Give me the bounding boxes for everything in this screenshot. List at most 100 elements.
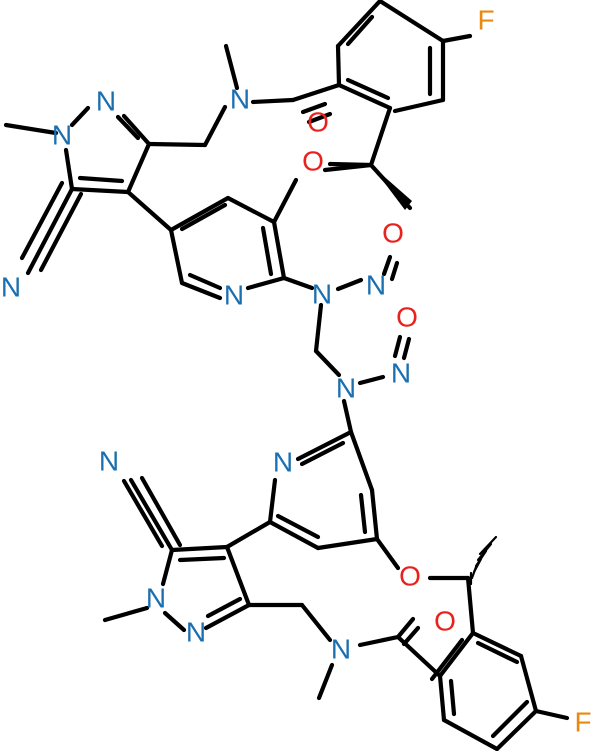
n-pyrazole-top-2-label: N bbox=[96, 85, 116, 116]
bond bbox=[267, 477, 278, 525]
bond bbox=[377, 0, 446, 44]
bond bbox=[341, 398, 354, 435]
bond bbox=[139, 475, 183, 548]
bond bbox=[38, 191, 84, 273]
bond bbox=[115, 114, 141, 141]
bond bbox=[224, 544, 252, 608]
bond bbox=[369, 487, 380, 542]
bond bbox=[63, 147, 75, 192]
n-nitrile-top-label: N bbox=[1, 271, 21, 302]
bond bbox=[168, 195, 231, 233]
bond bbox=[281, 275, 315, 291]
bond bbox=[162, 610, 187, 633]
bond bbox=[315, 536, 380, 551]
bond bbox=[125, 141, 152, 195]
o-nitroso-1-label: O bbox=[382, 217, 404, 248]
bond bbox=[440, 33, 473, 44]
o-ether-top-label: O bbox=[302, 145, 324, 176]
bond bbox=[478, 535, 498, 556]
bond bbox=[225, 195, 277, 225]
bond bbox=[465, 575, 476, 636]
bond bbox=[475, 640, 520, 665]
bond bbox=[69, 105, 91, 128]
bond bbox=[267, 519, 321, 551]
bond-layer bbox=[3, 0, 570, 751]
n-pyrazole-bottom-2-label: N bbox=[186, 616, 206, 647]
bond bbox=[77, 175, 125, 184]
bond bbox=[518, 653, 539, 714]
bond bbox=[448, 678, 457, 717]
bond bbox=[160, 547, 175, 587]
bond bbox=[245, 275, 287, 291]
wedge-bond bbox=[371, 165, 412, 210]
bond bbox=[260, 225, 274, 277]
bond bbox=[295, 429, 354, 462]
bond bbox=[395, 616, 416, 640]
bond bbox=[146, 141, 208, 148]
bond bbox=[202, 104, 228, 148]
bond bbox=[177, 555, 227, 563]
o-ether-bottom-label: O bbox=[399, 560, 421, 591]
bond bbox=[121, 113, 152, 147]
bond bbox=[271, 177, 299, 225]
atom-label-layer: F N O N N O O N N N N O N N N N O N O N … bbox=[1, 4, 592, 737]
bond bbox=[441, 717, 500, 751]
bond bbox=[121, 478, 165, 549]
bond bbox=[470, 630, 524, 659]
bond bbox=[381, 254, 393, 277]
bond bbox=[533, 708, 570, 721]
bond bbox=[348, 429, 375, 493]
o-carbonyl-top-label: O bbox=[307, 106, 329, 137]
bond bbox=[300, 101, 328, 115]
bond bbox=[335, 43, 342, 88]
n-nitroso-1-label: N bbox=[366, 269, 386, 300]
bond bbox=[374, 536, 401, 571]
bond bbox=[125, 189, 174, 233]
bond bbox=[368, 105, 393, 168]
bond bbox=[306, 111, 333, 125]
bond bbox=[358, 492, 368, 535]
bond bbox=[169, 544, 230, 553]
bond bbox=[357, 374, 386, 386]
bond bbox=[392, 334, 403, 359]
bond bbox=[357, 634, 401, 648]
bond bbox=[313, 302, 324, 354]
bond bbox=[335, 277, 364, 292]
bond bbox=[271, 219, 287, 281]
bond bbox=[401, 336, 412, 361]
n-nitroso-2-label: N bbox=[391, 357, 411, 388]
n-nitrosamine-1-label: N bbox=[312, 278, 332, 309]
bond bbox=[275, 513, 321, 540]
bond bbox=[102, 605, 150, 623]
bond bbox=[290, 82, 342, 103]
bond bbox=[224, 519, 273, 550]
bond bbox=[299, 440, 346, 467]
o-nitroso-2-label: O bbox=[396, 301, 418, 332]
n-pyrazole-top-1-label: N bbox=[52, 119, 72, 150]
bond bbox=[392, 97, 446, 114]
o-carbonyl-bottom-label: O bbox=[434, 605, 456, 636]
bond bbox=[335, 0, 383, 49]
bond bbox=[437, 630, 476, 679]
bond bbox=[203, 602, 252, 631]
bond bbox=[179, 202, 228, 232]
bond bbox=[476, 542, 493, 562]
bond bbox=[187, 272, 223, 291]
n-pyrazole-bottom-1-label: N bbox=[146, 582, 166, 613]
bond bbox=[19, 180, 65, 261]
bond bbox=[205, 596, 243, 619]
bond bbox=[345, 77, 391, 101]
bond bbox=[3, 122, 59, 136]
bond bbox=[250, 97, 296, 105]
bond bbox=[69, 186, 131, 195]
n-amide-bottom-label: N bbox=[331, 633, 351, 664]
bond bbox=[336, 82, 393, 111]
bond bbox=[389, 260, 400, 282]
bond bbox=[345, 14, 375, 47]
bond bbox=[322, 162, 374, 173]
n-nitrile-bottom-label: N bbox=[99, 445, 119, 476]
n-nitrosamine-2-label: N bbox=[336, 372, 356, 403]
bond bbox=[490, 699, 530, 739]
